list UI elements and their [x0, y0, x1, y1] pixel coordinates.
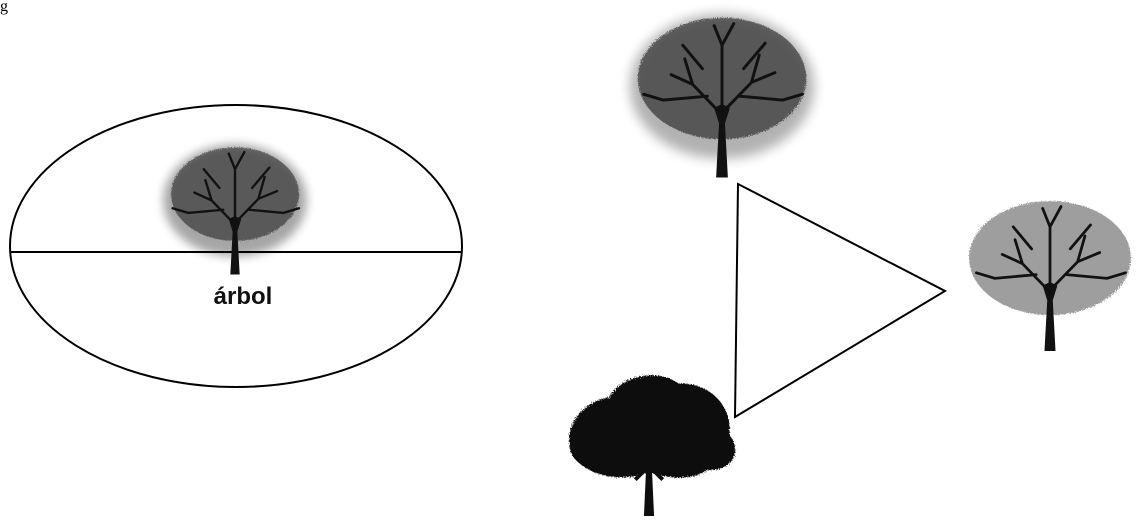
page-label: g [0, 0, 8, 16]
tree-icon [569, 375, 735, 516]
tree-icon [969, 201, 1131, 351]
sign-ellipse-group [10, 105, 462, 387]
semiotic-triangle [735, 184, 945, 417]
tree-icon [630, 14, 814, 178]
sign-word-label: árbol [143, 283, 343, 311]
tree-icon [163, 144, 307, 274]
